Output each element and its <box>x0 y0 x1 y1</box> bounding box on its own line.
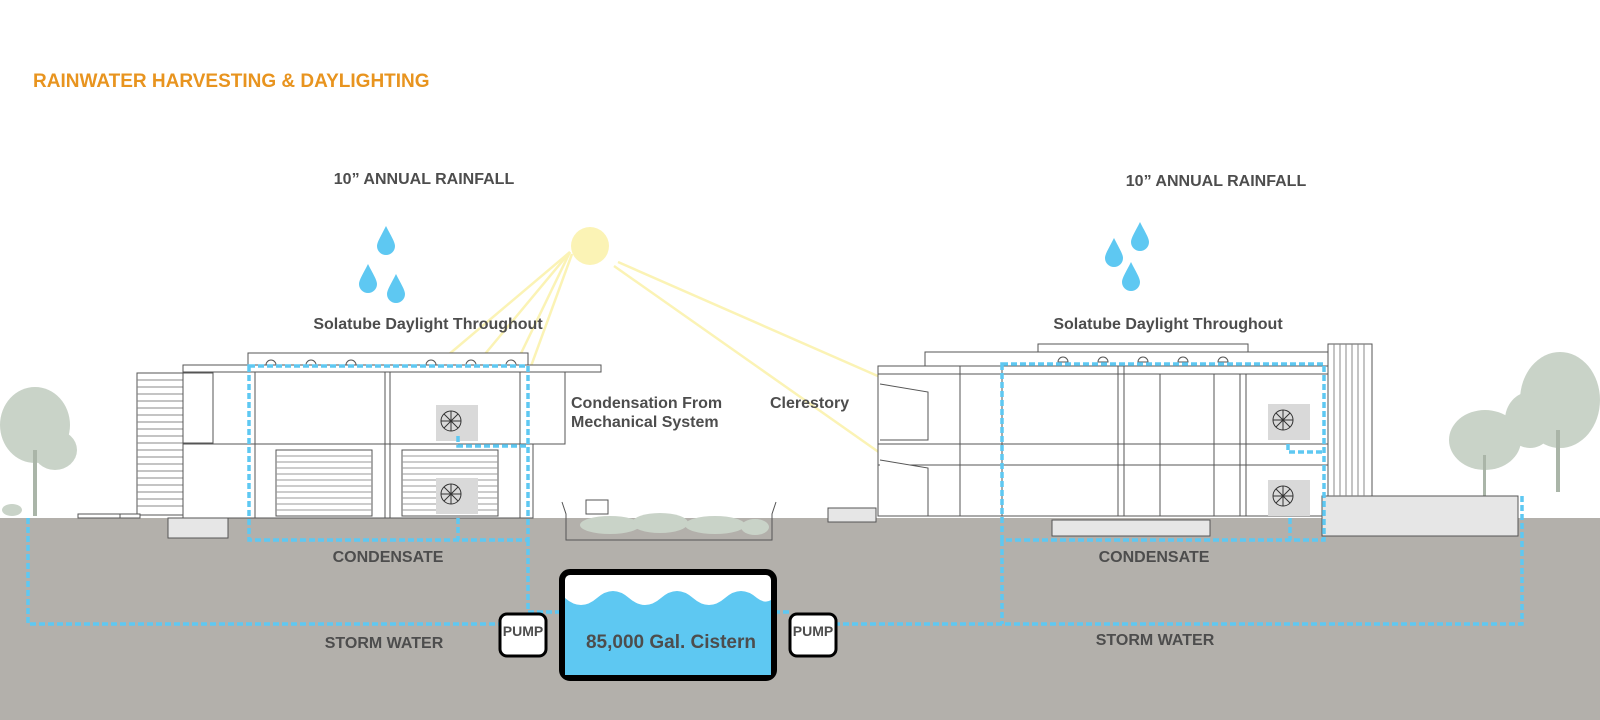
clerestory-label: Clerestory <box>770 395 849 412</box>
ac-unit-left-lower <box>436 478 478 514</box>
courtyard-planter <box>561 499 777 541</box>
condensate-label-right: CONDENSATE <box>1099 549 1210 566</box>
sun-icon <box>571 227 609 265</box>
tree-left <box>0 387 77 516</box>
ac-unit-right-upper <box>1268 404 1310 440</box>
ac-unit-left-upper <box>436 405 478 441</box>
cistern: 85,000 Gal. Cistern <box>559 569 777 681</box>
pump-right-label: PUMP <box>793 623 833 639</box>
sun-rays <box>427 251 881 455</box>
condensation-label-line2: Mechanical System <box>571 414 719 431</box>
rainfall-label-left: 10” ANNUAL RAINFALL <box>334 171 515 188</box>
ac-unit-right-lower <box>1268 480 1310 516</box>
pump-left-label: PUMP <box>503 623 543 639</box>
tree-right-large <box>1505 352 1600 492</box>
louvers-right <box>1333 344 1365 496</box>
solatube-skylights-right <box>1057 356 1229 363</box>
cistern-label: 85,000 Gal. Cistern <box>586 632 756 653</box>
pump-left: PUMP <box>498 612 548 658</box>
solatube-label-right: Solatube Daylight Throughout <box>1053 316 1283 333</box>
building-right <box>827 343 1519 537</box>
storm-water-label-right: STORM WATER <box>1096 632 1215 649</box>
condensate-label-left: CONDENSATE <box>333 549 444 566</box>
diagram-title: RAINWATER HARVESTING & DAYLIGHTING <box>33 71 430 92</box>
raindrop-icons-left <box>359 226 405 303</box>
solatube-label-left: Solatube Daylight Throughout <box>313 316 543 333</box>
condensation-label-line1: Condensation From <box>571 395 722 412</box>
tree-right-small <box>1449 410 1521 497</box>
raindrop-icons-right <box>1105 222 1149 291</box>
rainfall-label-right: 10” ANNUAL RAINFALL <box>1126 173 1307 190</box>
storm-water-label-left: STORM WATER <box>325 635 444 652</box>
pump-right: PUMP <box>788 612 838 658</box>
